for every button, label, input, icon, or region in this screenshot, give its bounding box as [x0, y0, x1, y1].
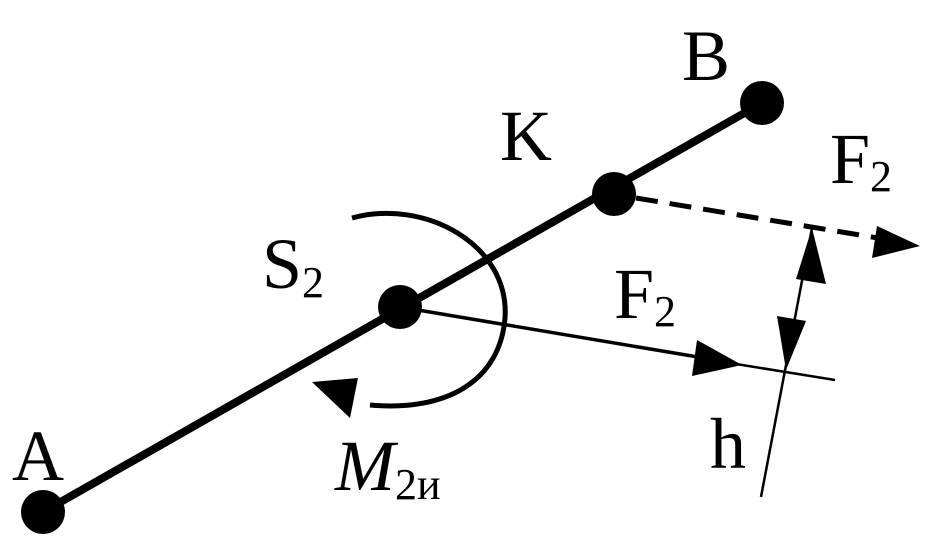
label-f2-dashed-main: F: [830, 119, 870, 199]
point-k-dot: [592, 172, 636, 216]
label-moment: M2и: [334, 426, 441, 509]
label-f2-solid-main: F: [614, 254, 654, 334]
label-h: h: [710, 404, 746, 484]
label-f2-dashed-sub: 2: [870, 152, 892, 201]
label-a: A: [12, 416, 64, 496]
label-f2-dashed: F2: [830, 119, 892, 201]
label-moment-sub: 2и: [395, 460, 441, 509]
label-b: B: [682, 16, 730, 96]
label-f2-solid-sub: 2: [654, 287, 676, 336]
label-k: K: [500, 96, 552, 176]
label-f2-solid: F2: [614, 254, 676, 336]
force-f2-solid-line: [399, 305, 699, 359]
force-f2-solid-arrowhead: [692, 340, 742, 376]
arm-arrowhead-bottom: [777, 316, 806, 370]
joint-a: [21, 490, 65, 534]
arm-arrowhead-top: [796, 228, 826, 284]
label-moment-main: M: [334, 426, 399, 506]
joint-b: [740, 81, 784, 125]
force-f2-dashed-arrowhead: [872, 226, 920, 258]
moment-arrowhead: [312, 378, 358, 418]
moment-arc: [351, 211, 508, 409]
label-s2-main: S: [262, 224, 302, 304]
force-f2-dashed-line: [635, 195, 879, 241]
label-s2-sub: 2: [302, 258, 324, 307]
label-s2: S2: [262, 224, 324, 307]
